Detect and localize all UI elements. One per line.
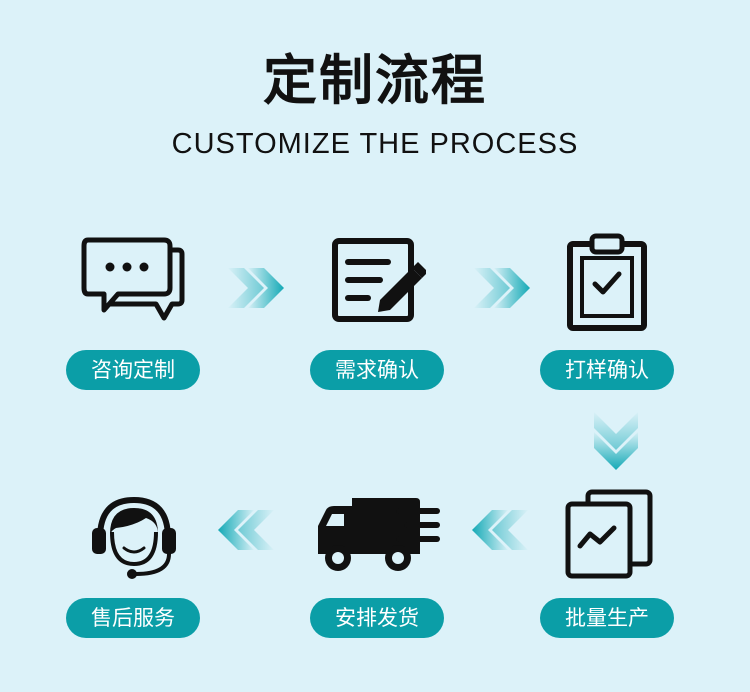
step-pill-sample: 打样确认	[540, 350, 674, 390]
page-subtitle: CUSTOMIZE THE PROCESS	[171, 128, 579, 160]
chevron-right-icon	[472, 264, 532, 316]
chevron-right-icon	[226, 264, 286, 316]
step-pill-production: 批量生产	[540, 598, 674, 638]
chat-bubbles-icon	[80, 236, 188, 332]
documents-chart-icon	[562, 488, 654, 584]
chevron-left-icon	[470, 506, 530, 558]
document-edit-icon	[330, 236, 428, 328]
page-title: 定制流程	[263, 49, 487, 112]
step-pill-requirement: 需求确认	[310, 350, 444, 390]
step-pill-shipping: 安排发货	[310, 598, 444, 638]
step-pill-consult: 咨询定制	[66, 350, 200, 390]
clipboard-check-icon	[566, 232, 648, 336]
chevron-left-icon	[216, 506, 276, 558]
step-pill-aftersales: 售后服务	[66, 598, 200, 638]
chevron-down-icon	[590, 410, 642, 476]
headset-agent-icon	[86, 488, 182, 588]
delivery-truck-icon	[312, 492, 444, 580]
